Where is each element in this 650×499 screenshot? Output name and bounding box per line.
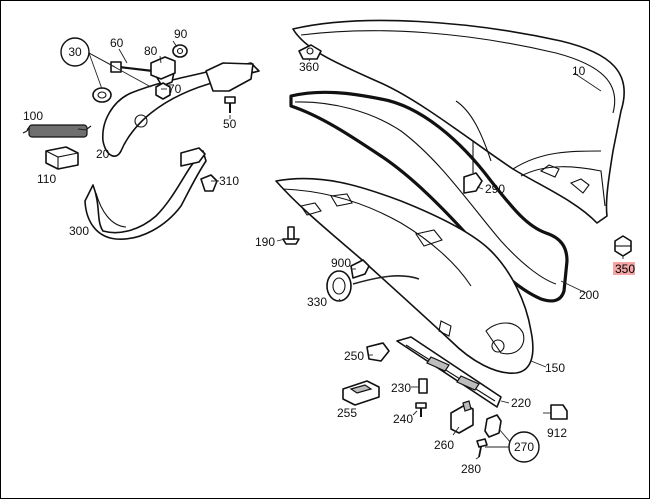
part-label-90[interactable]: 90 bbox=[174, 27, 188, 41]
part-label-80[interactable]: 80 bbox=[144, 44, 158, 58]
part-label-912[interactable]: 912 bbox=[547, 426, 567, 440]
part-label-60[interactable]: 60 bbox=[110, 36, 124, 50]
clip-80-shape bbox=[150, 56, 176, 80]
part-label-10[interactable]: 10 bbox=[572, 64, 586, 78]
bumper-block-shape bbox=[45, 146, 79, 170]
rivet-190-shape bbox=[282, 226, 300, 245]
nut-70-shape bbox=[155, 82, 171, 100]
washer-90-shape bbox=[172, 44, 188, 58]
screw-280-shape bbox=[476, 438, 488, 458]
bolt-60-shape bbox=[110, 61, 154, 73]
leader-lines bbox=[77, 40, 624, 460]
part-label-20[interactable]: 20 bbox=[96, 147, 110, 161]
striker-290-shape bbox=[463, 141, 483, 194]
part-label-50[interactable]: 50 bbox=[223, 117, 237, 131]
cylinder-270-shape bbox=[484, 414, 502, 438]
part-label-200[interactable]: 200 bbox=[579, 288, 599, 302]
part-label-190[interactable]: 190 bbox=[255, 235, 275, 249]
handle-strip-shape bbox=[396, 336, 502, 408]
trunk-lid-shape bbox=[292, 19, 625, 224]
part-label-260[interactable]: 260 bbox=[434, 438, 454, 452]
callout-270[interactable]: 270 bbox=[508, 431, 540, 463]
part-label-280[interactable]: 280 bbox=[461, 462, 481, 476]
lamp-255-shape bbox=[342, 380, 380, 406]
connector-912-shape bbox=[550, 404, 568, 420]
hinge-arm-shape bbox=[102, 62, 260, 157]
part-label-230[interactable]: 230 bbox=[391, 381, 411, 395]
part-label-255[interactable]: 255 bbox=[337, 406, 357, 420]
part-label-100[interactable]: 100 bbox=[23, 109, 43, 123]
part-label-900[interactable]: 900 bbox=[331, 256, 351, 270]
clip-310-shape bbox=[200, 174, 218, 192]
part-label-110[interactable]: 110 bbox=[37, 172, 56, 186]
switch-260-shape bbox=[450, 400, 474, 434]
part-label-250[interactable]: 250 bbox=[344, 349, 364, 363]
callout-30[interactable]: 30 bbox=[60, 37, 90, 67]
highlight-marker bbox=[613, 262, 635, 275]
part-label-290[interactable]: 290 bbox=[485, 182, 505, 196]
part-label-70[interactable]: 70 bbox=[168, 82, 182, 96]
grommet-350-shape bbox=[614, 235, 632, 257]
part-label-150[interactable]: 150 bbox=[545, 361, 565, 375]
bolt-50-shape bbox=[224, 96, 236, 113]
spring-shape bbox=[22, 124, 92, 138]
bushing-shape bbox=[92, 87, 112, 103]
gas-strut-shape bbox=[326, 259, 420, 302]
part-label-350[interactable]: 350 bbox=[615, 262, 635, 276]
part-label-330[interactable]: 330 bbox=[307, 295, 327, 309]
trunk-seal-shape bbox=[289, 90, 569, 303]
clip-250-shape bbox=[366, 342, 390, 362]
part-label-270[interactable]: 270 bbox=[514, 440, 534, 454]
bracket-230-shape bbox=[418, 378, 428, 394]
screw-240-shape bbox=[415, 402, 427, 417]
clip-360-shape bbox=[298, 44, 322, 60]
part-label-310[interactable]: 310 bbox=[219, 174, 239, 188]
part-label-360[interactable]: 360 bbox=[299, 60, 319, 74]
part-label-240[interactable]: 240 bbox=[393, 412, 413, 426]
lining-300-shape bbox=[84, 147, 207, 240]
part-label-300[interactable]: 300 bbox=[69, 224, 89, 238]
part-label-30[interactable]: 30 bbox=[68, 45, 82, 59]
part-label-220[interactable]: 220 bbox=[511, 396, 531, 410]
